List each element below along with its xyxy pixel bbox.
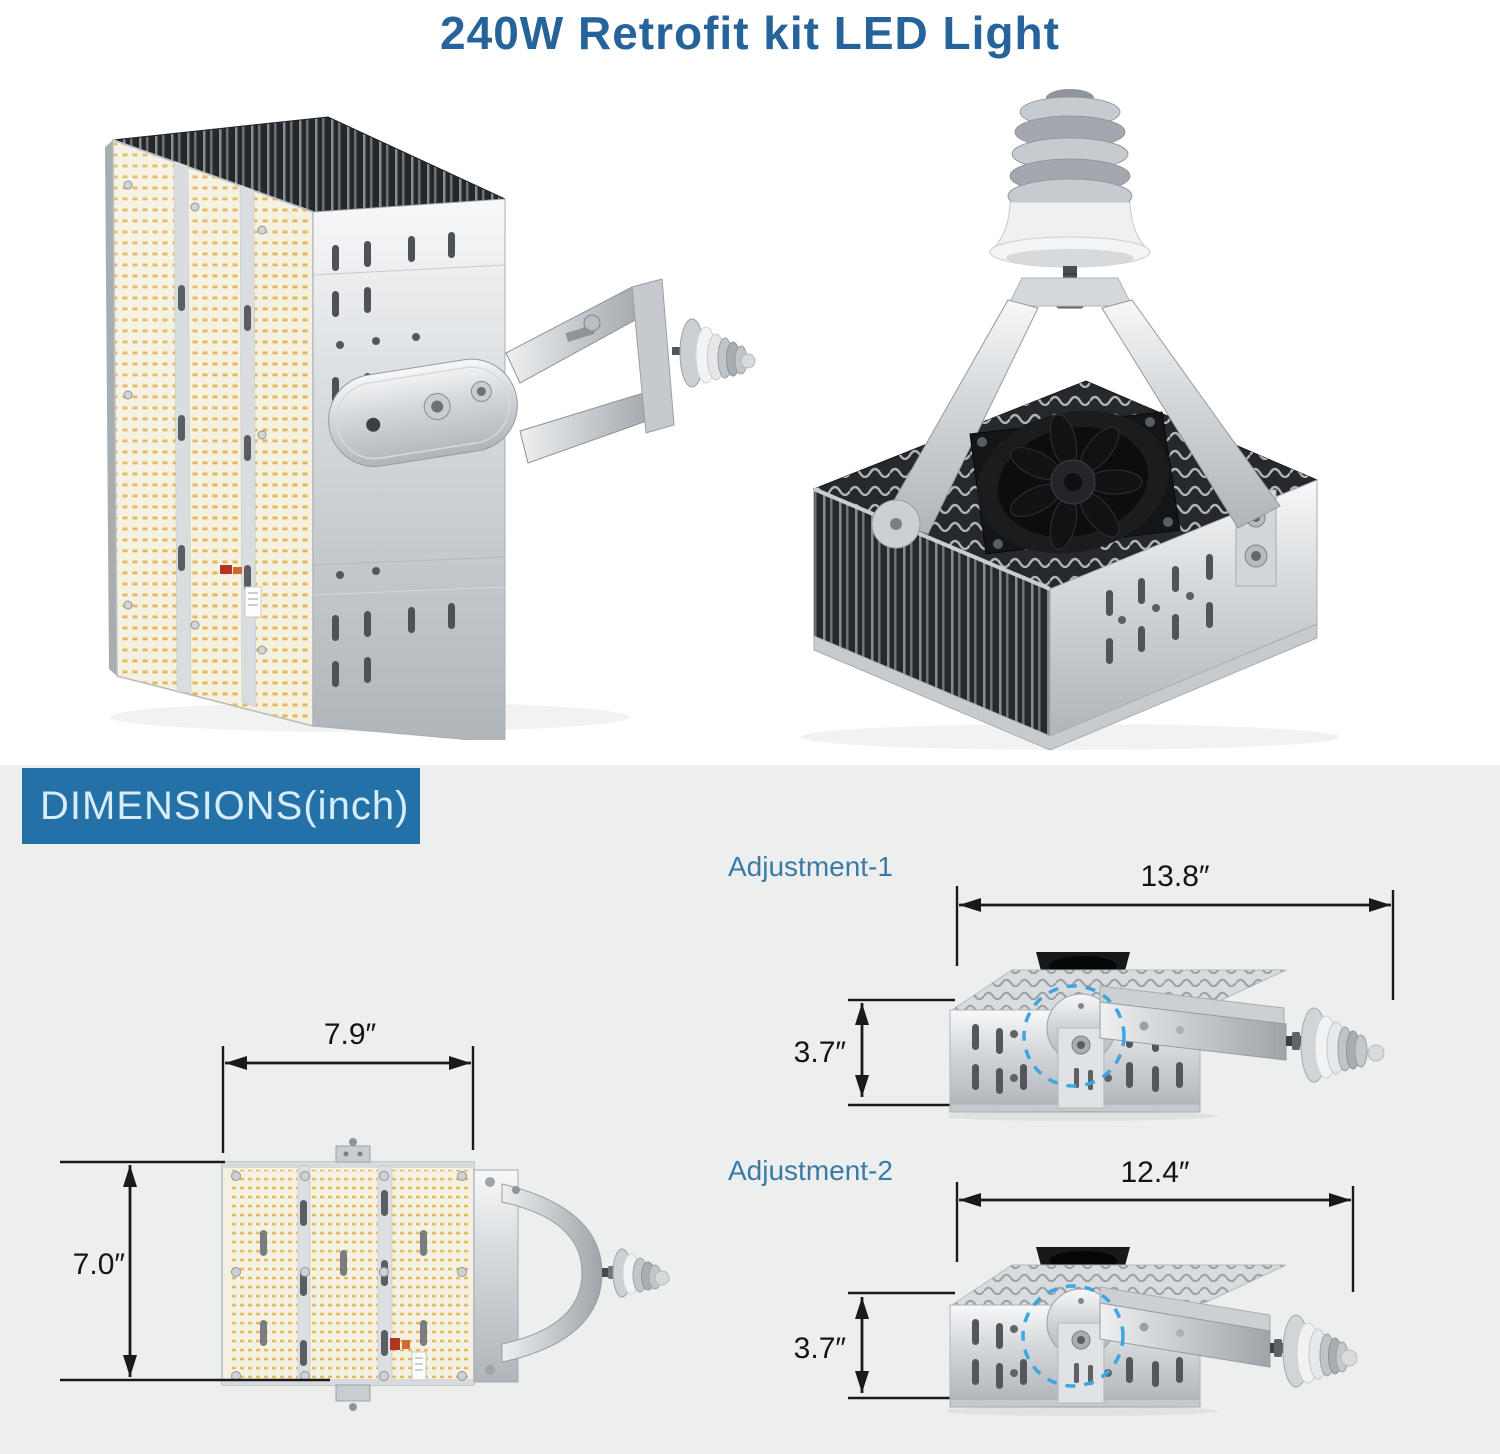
product-photo-led-panel [105,116,756,740]
pivot-plate [328,358,518,468]
mounting-yoke [871,277,1281,549]
bracket-arm [1099,1286,1271,1368]
connector-red [390,1338,400,1350]
dimensions-header: DIMENSIONS(inch) [22,768,420,844]
base-plate [813,623,1318,751]
bracket-arm [1099,985,1287,1061]
mounting-yoke [505,278,675,464]
cooling-fan [969,410,1181,555]
mounting-yoke-front [473,1169,603,1383]
front-width-label: 7.9″ [323,1018,377,1051]
connector-red [220,565,232,574]
shadow [948,1406,1218,1416]
front-height-label: 7.0″ [72,1248,125,1281]
front-view-drawing [221,1138,670,1411]
e39-screw-base [672,318,756,388]
adjustment2-side-view [948,1247,1358,1416]
e39-screw-base-front [602,1248,670,1298]
top-clamp [335,1138,371,1163]
product-photo-heatsink [800,89,1340,751]
adjustment2-height-arrow [848,1291,960,1400]
adjustment-highlight-circle [1021,1284,1125,1388]
pivot-plate [1046,1288,1116,1404]
e39-screw-base-top [988,89,1152,309]
page-title: 240W Retrofit kit LED Light [440,7,1060,59]
panel-screws [123,180,267,655]
connector-orange [402,1340,410,1349]
adjustment2-length-label: 12.4″ [1120,1156,1190,1189]
panel-screws [231,1171,467,1381]
fan-blades [1009,414,1143,550]
nut [583,314,601,332]
adjustment1-label: Adjustment-1 [728,851,893,882]
adjustment1-height-label: 3.7″ [793,1036,846,1069]
adjustment2-length-arrow [955,1182,1355,1292]
led-panel-front [221,1138,475,1411]
bottom-clamp [335,1384,371,1411]
e39-screw-base-side [1270,1314,1358,1388]
adjustment-highlight-circle [1022,984,1126,1088]
adjustment2-label: Adjustment-2 [728,1155,893,1186]
adjustment1-height-arrow [848,998,960,1107]
spec-sticker [411,1351,427,1381]
adjustment1-length-label: 13.8″ [1140,860,1210,893]
adjustment1-side-view [948,952,1385,1121]
connector-orange [233,567,242,574]
led-panel-face [105,138,314,727]
housing-side-panel [312,198,506,740]
shadow [948,1111,1218,1121]
e39-screw-base-side [1286,1007,1385,1083]
front-height-dimension-arrow [60,1160,330,1382]
front-width-dimension-arrow [221,1046,475,1153]
heatsink-top [950,1264,1287,1306]
adjustment2-height-label: 3.7″ [793,1332,846,1365]
adjustment1-length-arrow [955,886,1395,1000]
spec-sticker [244,586,262,618]
pivot-plate [1046,993,1116,1109]
